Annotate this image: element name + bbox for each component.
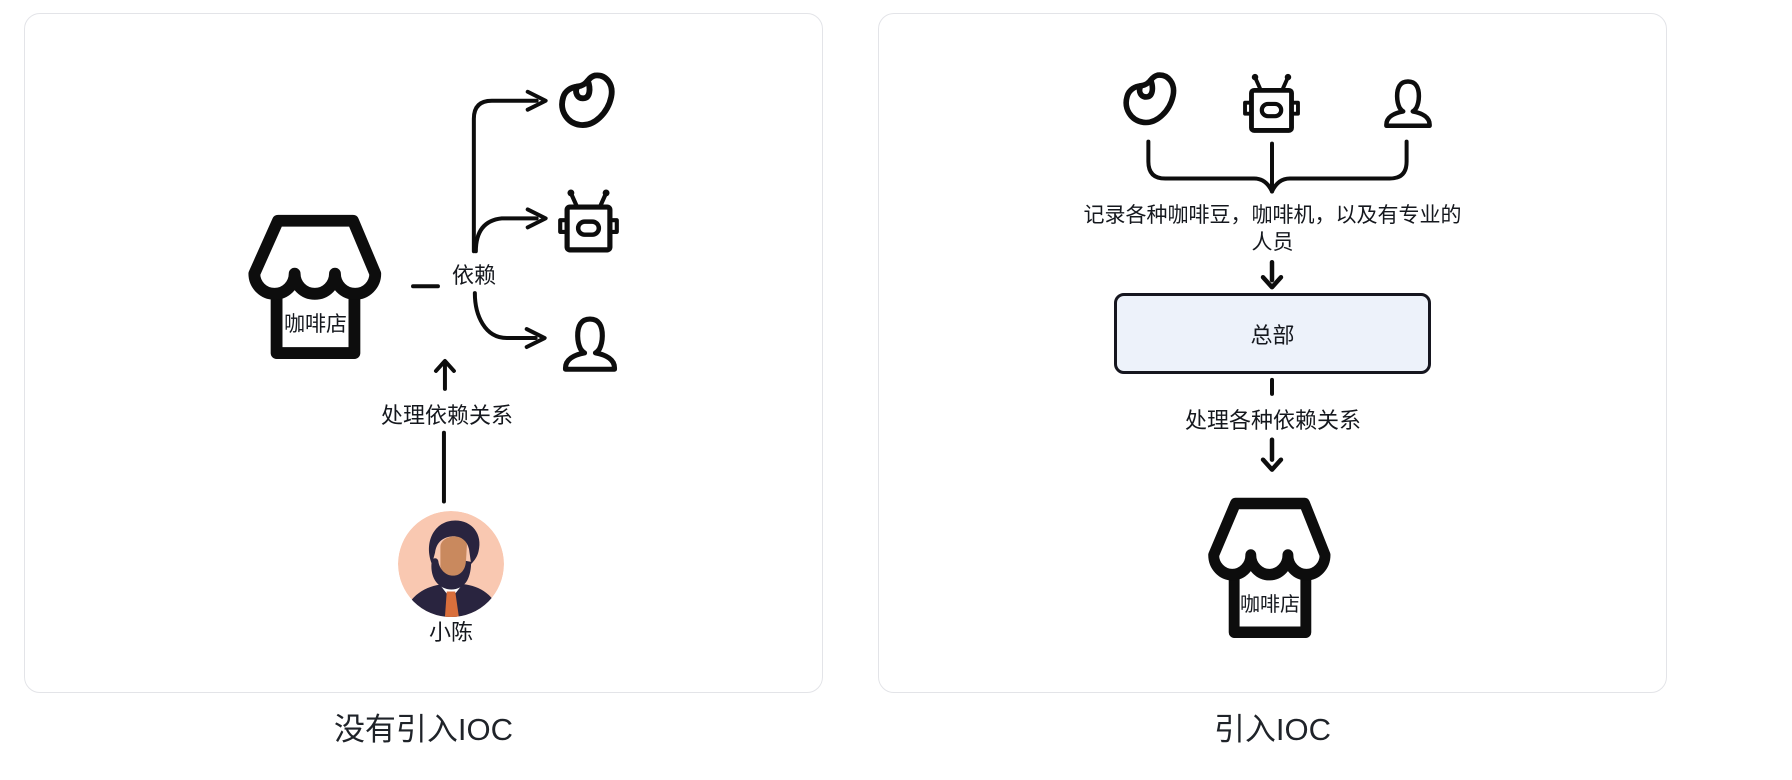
avatar-xiaochen [398, 511, 504, 617]
coffee-bean-icon [559, 72, 615, 128]
coffee-machine-robot-icon [1243, 73, 1300, 133]
handle-arrow-head [433, 358, 456, 373]
handle-dependencies-label: 处理各种依赖关系 [1184, 408, 1361, 433]
arrow-to-bean-head [525, 89, 548, 112]
coffee-machine-robot-icon [558, 189, 619, 253]
arrow-to-machine [473, 216, 539, 254]
person-icon [1384, 79, 1432, 129]
shop-label: 咖啡店 [284, 312, 347, 336]
person-name-label: 小陈 [428, 620, 473, 645]
arrow-to-person-head [524, 327, 547, 350]
record-note-line1: 记录各种咖啡豆，咖啡机，以及有专业的 [1083, 204, 1462, 227]
storefront-glyph [1208, 497, 1331, 638]
right-panel-connectors [1146, 139, 1409, 472]
caption-with-ioc: 引入IOC [1213, 712, 1332, 747]
storefront-icon: 咖啡店 [1206, 494, 1334, 639]
shop-label: 咖啡店 [1240, 594, 1300, 617]
panel-with-ioc: 记录各种咖啡豆，咖啡机，以及有专业的 人员 总部 处理各种依赖关系 咖啡店 [878, 13, 1667, 693]
storefront-glyph [248, 214, 382, 359]
coffee-bean-icon [1123, 72, 1177, 126]
person-icon [562, 316, 618, 372]
handle-dependencies-label: 处理依赖关系 [380, 403, 513, 428]
arrow-to-shop-head [1260, 457, 1284, 472]
panel-without-ioc: 咖啡店 依赖 处理依赖关系 [24, 13, 823, 693]
dependency-label: 依赖 [451, 263, 496, 288]
arrow-to-machine-head [525, 207, 548, 230]
caption-without-ioc: 没有引入IOC [333, 712, 514, 747]
arrow-to-person [472, 291, 538, 341]
brace-left-arm [1146, 139, 1274, 194]
arrow-to-hq-head [1260, 274, 1284, 290]
record-note-line2: 人员 [1251, 231, 1294, 254]
headquarters-label: 总部 [1250, 322, 1295, 348]
left-panel-connectors [411, 89, 548, 504]
arrow-to-bean [471, 98, 539, 254]
headquarters-box: 总部 [1114, 293, 1431, 374]
brace-right-arm [1270, 139, 1409, 194]
storefront-icon: 咖啡店 [246, 211, 385, 360]
record-note: 记录各种咖啡豆，咖啡机，以及有专业的 人员 [879, 202, 1666, 256]
